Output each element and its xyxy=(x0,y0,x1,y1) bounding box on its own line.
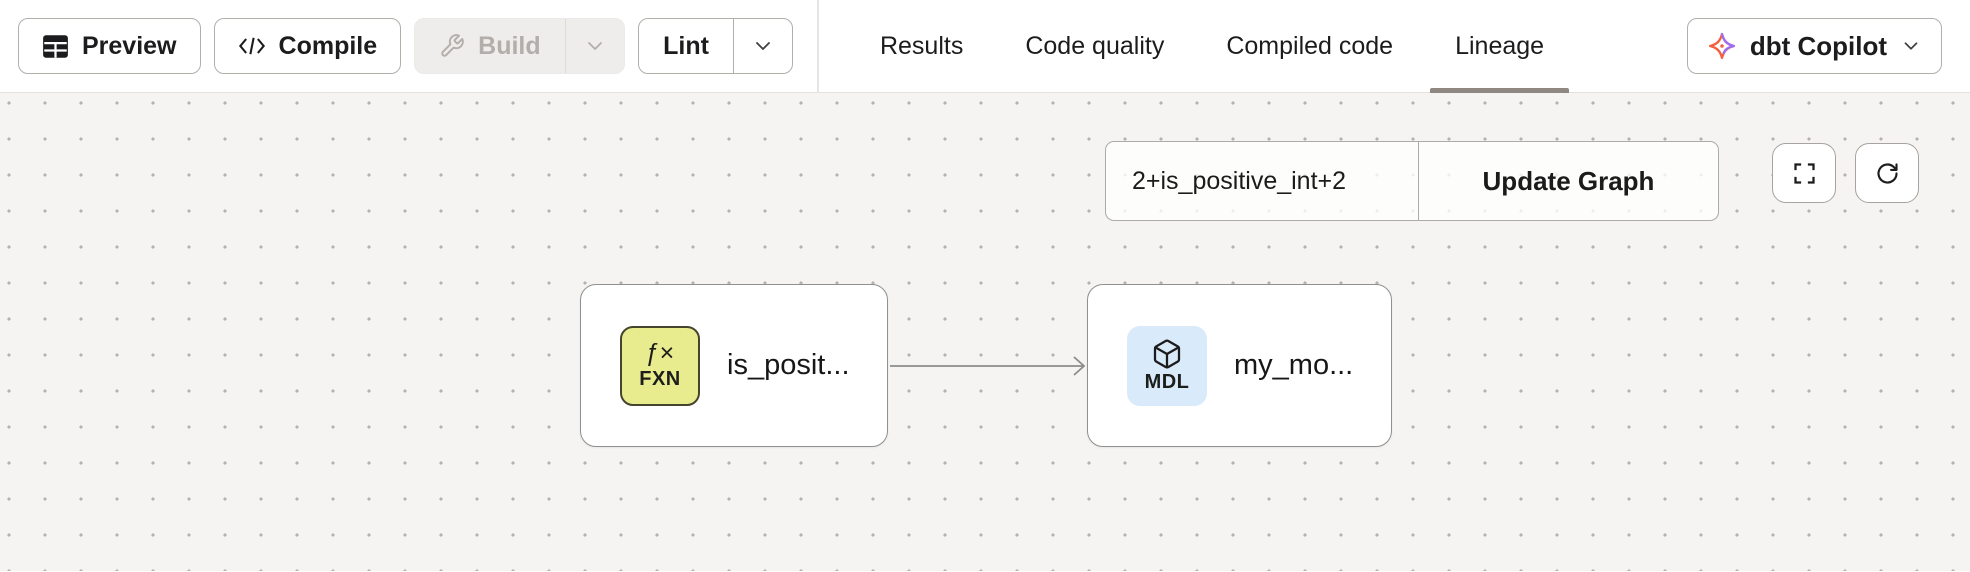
lineage-canvas[interactable]: Update Graph ƒ× FXN is_posit... xyxy=(0,93,1970,571)
preview-button-label: Preview xyxy=(82,31,177,60)
compile-button-label: Compile xyxy=(278,31,378,60)
model-badge-code: MDL xyxy=(1144,370,1190,393)
dbt-copilot-button[interactable]: dbt Copilot xyxy=(1686,18,1942,74)
function-node-badge: ƒ× FXN xyxy=(620,325,700,406)
lineage-node-function[interactable]: ƒ× FXN is_posit... xyxy=(580,284,888,447)
fullscreen-icon xyxy=(1791,160,1818,187)
lint-split-divider xyxy=(732,19,735,73)
result-tabs: Results Code quality Compiled code Linea… xyxy=(849,0,1575,93)
function-badge-code: FXN xyxy=(639,368,681,390)
wrench-icon xyxy=(439,33,465,59)
chevron-down-icon xyxy=(751,34,775,58)
tab-compiled-code-label: Compiled code xyxy=(1226,31,1394,60)
build-split-divider xyxy=(564,19,567,73)
table-icon xyxy=(42,34,69,59)
lint-dropdown-button[interactable] xyxy=(734,19,792,73)
fullscreen-button[interactable] xyxy=(1772,143,1836,203)
tab-code-quality[interactable]: Code quality xyxy=(994,0,1195,93)
editor-header: Preview Compile Build xyxy=(0,0,1970,93)
chevron-down-icon xyxy=(583,34,607,58)
dbt-copilot-icon xyxy=(1707,31,1737,61)
function-node-label: is_posit... xyxy=(727,349,850,381)
lint-button-label: Lint xyxy=(663,31,709,60)
refresh-icon xyxy=(1874,160,1901,187)
build-split-button: Build xyxy=(414,18,626,74)
fx-icon: ƒ× xyxy=(645,339,675,367)
toolbar: Preview Compile Build xyxy=(0,18,794,74)
tab-lineage-label: Lineage xyxy=(1455,31,1545,60)
cube-icon xyxy=(1151,338,1183,370)
chevron-down-icon xyxy=(1900,35,1922,57)
update-graph-button[interactable]: Update Graph xyxy=(1418,142,1718,220)
lint-button[interactable]: Lint xyxy=(639,19,733,73)
tab-lineage[interactable]: Lineage xyxy=(1424,0,1575,93)
tab-results-label: Results xyxy=(879,31,964,60)
active-tab-underline xyxy=(1430,87,1570,93)
dbt-copilot-label: dbt Copilot xyxy=(1749,30,1887,61)
code-icon xyxy=(238,34,266,58)
model-node-label: my_mo... xyxy=(1234,349,1354,381)
build-dropdown-button[interactable] xyxy=(566,19,624,73)
compile-button[interactable]: Compile xyxy=(213,18,402,74)
lint-split-button: Lint xyxy=(638,18,794,74)
lineage-edge-arrow xyxy=(890,356,1086,376)
lineage-selector-input[interactable] xyxy=(1106,142,1418,220)
build-button[interactable]: Build xyxy=(415,19,565,73)
tab-code-quality-label: Code quality xyxy=(1025,31,1165,60)
model-node-badge: MDL xyxy=(1127,325,1207,406)
refresh-graph-button[interactable] xyxy=(1855,143,1919,203)
tab-compiled-code[interactable]: Compiled code xyxy=(1195,0,1424,93)
preview-button[interactable]: Preview xyxy=(18,18,201,74)
lineage-node-model[interactable]: MDL my_mo... xyxy=(1087,284,1392,447)
build-button-label: Build xyxy=(478,31,541,60)
tab-results[interactable]: Results xyxy=(849,0,994,93)
header-divider xyxy=(817,0,819,93)
lineage-selector-group: Update Graph xyxy=(1105,141,1719,221)
